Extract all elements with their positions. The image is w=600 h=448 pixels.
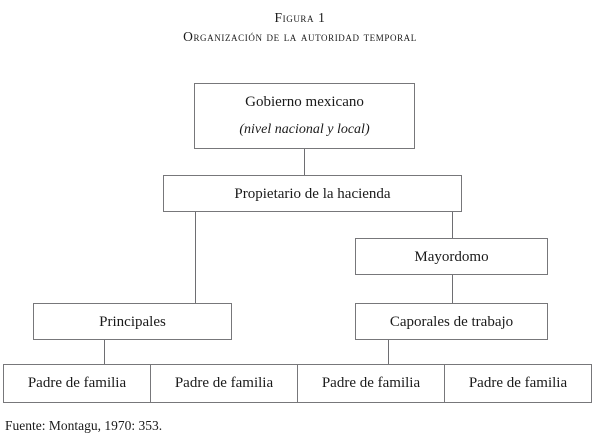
node-propietario-hacienda[interactable]: Propietario de la hacienda — [163, 175, 462, 212]
node-padre-de-familia[interactable]: Padre de familia — [468, 375, 568, 391]
figure-number: Figura 1 — [274, 10, 326, 25]
connector-caporales-to-padres — [388, 340, 389, 364]
connector-propietario-to-mayordomo — [452, 212, 453, 238]
figure-title-block: Figura 1 Organización de la autoridad te… — [0, 9, 600, 47]
figure-title: Organización de la autoridad temporal — [183, 29, 417, 44]
node-mayordomo-label: Mayordomo — [414, 248, 489, 265]
node-principales[interactable]: Principales — [33, 303, 232, 340]
node-caporales-trabajo[interactable]: Caporales de trabajo — [355, 303, 548, 340]
node-caporales-label: Caporales de trabajo — [389, 313, 514, 330]
node-padre-de-familia[interactable]: Padre de familia — [298, 365, 445, 402]
node-propietario-label: Propietario de la hacienda — [234, 185, 391, 202]
source-caption: Fuente: Montagu, 1970: 353. — [5, 418, 163, 433]
node-gobierno-label: Gobierno mexicano — [245, 94, 364, 110]
connector-principales-to-padres — [104, 340, 105, 364]
connector-propietario-to-principales — [195, 212, 196, 303]
node-mayordomo[interactable]: Mayordomo — [355, 238, 548, 275]
node-gobierno-sublabel: (nivel nacional y local) — [239, 122, 370, 137]
node-principales-label: Principales — [99, 313, 166, 330]
padres-de-familia-row: Padre de familia Padre de familia Padre … — [3, 364, 592, 403]
node-padre-de-familia[interactable]: Padre de familia — [151, 365, 298, 402]
node-gobierno-mexicano[interactable]: Gobierno mexicano (nivel nacional y loca… — [194, 83, 415, 149]
connector-mayordomo-to-caporales — [452, 275, 453, 303]
node-padre-de-familia[interactable]: Padre de familia — [4, 365, 151, 402]
connector-gobierno-to-propietario — [304, 149, 305, 175]
